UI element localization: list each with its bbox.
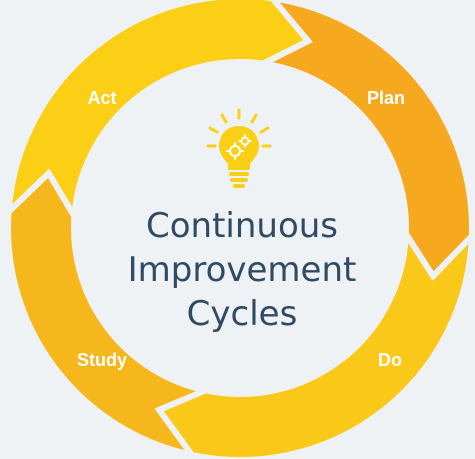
title-line: Continuous [145,206,339,246]
cycle-segments [5,0,475,459]
segment-label-do: Do [378,350,402,370]
diagram-title: Continuous Improvement Cycles [82,204,402,336]
lightbulb-gear-icon [206,108,272,188]
title-line: Cycles [186,294,298,334]
title-line: Improvement [127,250,357,290]
segment-label-act: Act [87,88,116,108]
segment-label-plan: Plan [367,88,405,108]
cycle-segment-act [5,0,313,227]
segment-label-study: Study [77,350,127,370]
